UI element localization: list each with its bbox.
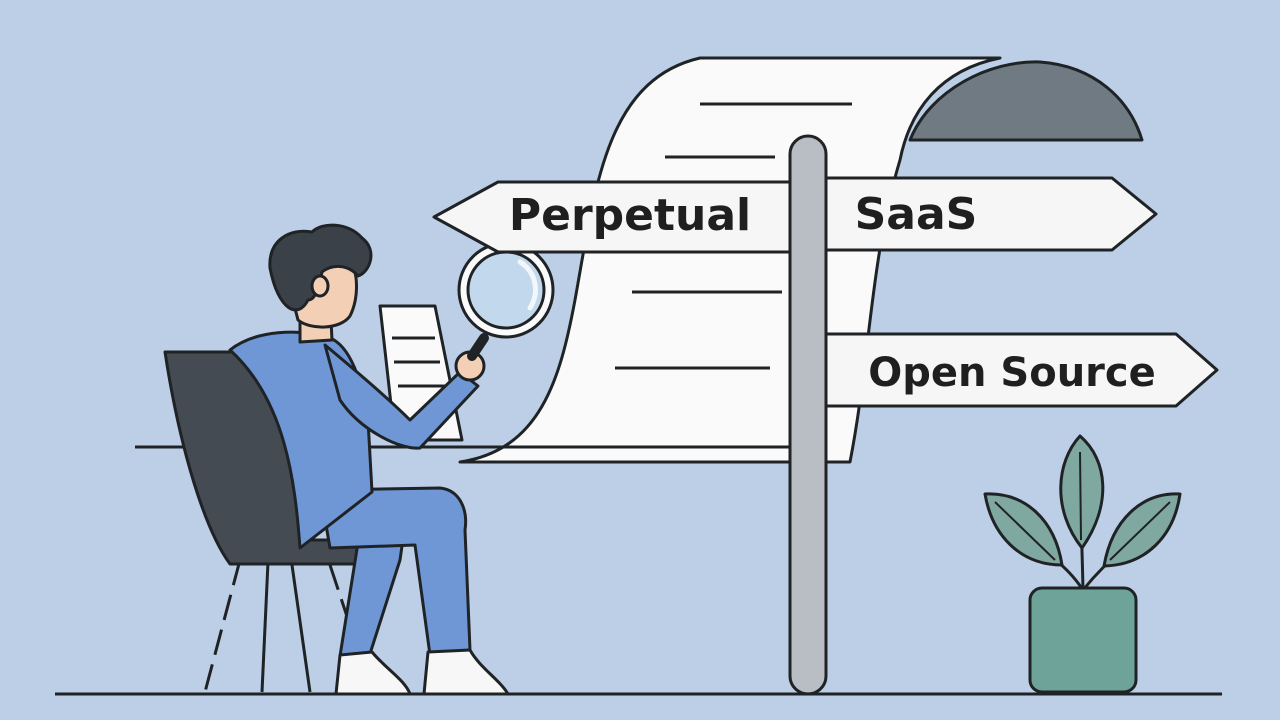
signpost: Perpetual SaaS Open Source: [432, 134, 1219, 696]
person-leg: [318, 486, 472, 657]
sign-saas: SaaS: [824, 176, 1158, 252]
shoe: [334, 650, 412, 696]
magnifying-glass-icon: [457, 241, 555, 361]
sign-open-source: Open Source: [824, 332, 1219, 408]
chair-leg: [203, 559, 242, 693]
sign-open-source-label: Open Source: [868, 350, 1156, 396]
person-hair: [268, 223, 373, 312]
signpost-pole: [788, 134, 828, 696]
person-ear: [310, 274, 330, 298]
sign-saas-label: SaaS: [855, 189, 978, 240]
person: [228, 223, 510, 696]
person-arm: [323, 343, 480, 450]
sign-perpetual-label: Perpetual: [509, 190, 751, 241]
plant-pot: [1028, 586, 1138, 694]
potted-plant-icon: [983, 434, 1182, 694]
shoe: [422, 648, 510, 696]
chair-leg: [290, 564, 312, 693]
plant-leaf: [1059, 434, 1105, 550]
scroll-roll: [908, 60, 1144, 142]
sign-perpetual: Perpetual: [432, 180, 792, 254]
chair-leg: [260, 561, 270, 693]
